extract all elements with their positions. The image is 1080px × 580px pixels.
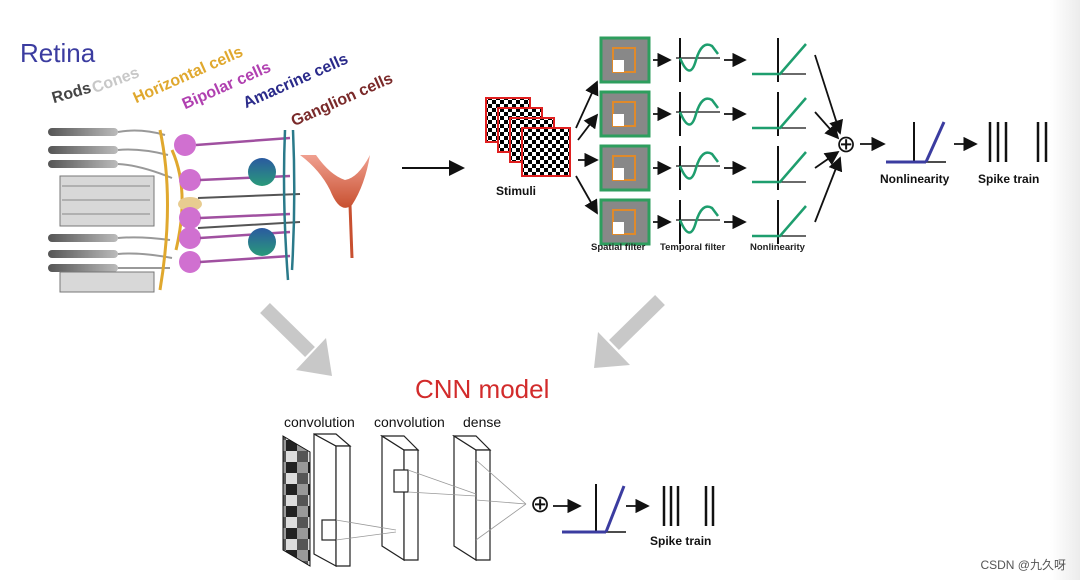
big-arrow-right xyxy=(594,294,665,368)
spatial-filter-center xyxy=(613,222,624,234)
nonlinearity-curve xyxy=(752,205,807,238)
fan-out-arrows xyxy=(575,80,599,215)
stimuli-label: Stimuli xyxy=(496,184,537,198)
temporal-filter-curve xyxy=(678,151,719,180)
stimuli-stack xyxy=(485,97,571,177)
spike-train-plot xyxy=(988,122,1048,162)
cnn-layer-1 xyxy=(313,432,352,568)
bipolar-cells xyxy=(174,134,291,273)
ln-row-1 xyxy=(599,36,807,84)
nonlinearity-curve xyxy=(752,151,807,184)
cnn-dense-layer xyxy=(451,434,492,562)
dendrites xyxy=(282,129,296,281)
sum-symbol: ⊕ xyxy=(836,130,856,158)
cnn-layer-2 xyxy=(379,434,420,562)
output-nonlinearity-label: Nonlinearity xyxy=(880,172,950,186)
ln-pathways xyxy=(599,36,807,246)
retina-title: Retina xyxy=(20,38,96,68)
ln-row-2 xyxy=(599,90,807,138)
ganglion-cell xyxy=(300,155,370,208)
cnn-nonlinearity-plot xyxy=(562,484,626,534)
amacrine-cells xyxy=(197,158,301,256)
watermark: CSDN @九久呀 xyxy=(980,558,1066,572)
cnn-layer-label-2: convolution xyxy=(374,414,445,430)
converge-arrows xyxy=(814,54,844,223)
spatial-filter xyxy=(599,144,651,192)
spatial-filter-center xyxy=(613,114,624,126)
ln-row-3 xyxy=(599,144,807,192)
spike-train-label: Spike train xyxy=(978,172,1040,186)
nonlinearity-curve xyxy=(752,97,807,130)
ln-row-4 xyxy=(599,198,807,246)
spatial-filter-center xyxy=(613,60,624,72)
photoreceptors xyxy=(48,128,173,293)
nonlinearity-label: Nonlinearity xyxy=(750,242,805,253)
right-edge-shading xyxy=(1050,0,1080,580)
output-nonlinearity-plot xyxy=(886,121,946,164)
cnn-sum-symbol: ⊕ xyxy=(530,490,550,518)
cnn-title: CNN model xyxy=(415,374,550,404)
nonlinearity-curve xyxy=(752,43,807,76)
spatial-filter xyxy=(599,198,651,246)
cnn-spike-train-label: Spike train xyxy=(650,534,712,548)
temporal-filter-label: Temporal filter xyxy=(660,242,726,253)
horizontal-cell xyxy=(158,129,184,291)
temporal-filter-curve xyxy=(678,43,719,72)
temporal-filter-curve xyxy=(678,97,719,126)
retina-illustration xyxy=(48,128,370,293)
cnn-layer-label-1: convolution xyxy=(284,414,355,430)
horizontal-cell-body xyxy=(178,197,202,211)
spatial-filter-label: Spatial filter xyxy=(591,242,646,253)
spatial-filter xyxy=(599,90,651,138)
cnn-input-image xyxy=(282,435,311,567)
spatial-filter-center xyxy=(613,168,624,180)
cnn-connections xyxy=(335,459,527,541)
temporal-filter-curve xyxy=(678,205,719,234)
cnn-layer-label-3: dense xyxy=(463,414,502,430)
big-arrow-left xyxy=(260,302,332,376)
cnn-spike-train-plot xyxy=(662,486,715,526)
spatial-filter xyxy=(599,36,651,84)
